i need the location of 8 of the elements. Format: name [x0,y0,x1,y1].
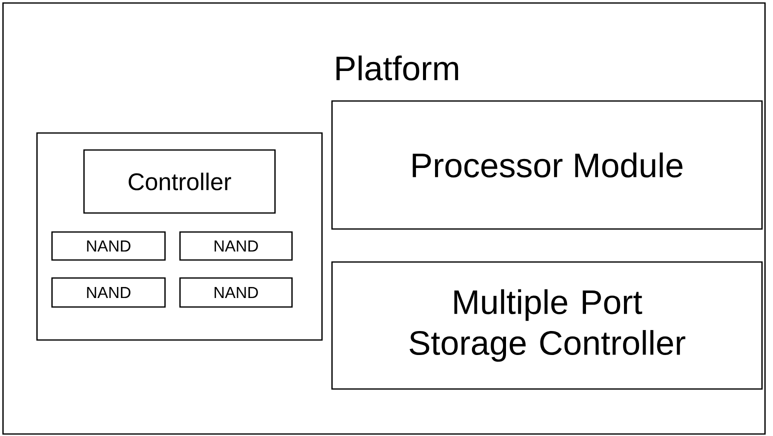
memory-chip-box: NAND [51,231,166,261]
controller-box: Controller [83,149,276,214]
memory-chip-box: NAND [179,231,293,261]
module-box [36,132,323,341]
storage-controller-box: Multiple Port Storage Controller [331,261,763,390]
processor-box: Processor Module [331,100,763,230]
memory-chip-box: NAND [179,277,293,308]
memory-chip-box: NAND [51,277,166,308]
